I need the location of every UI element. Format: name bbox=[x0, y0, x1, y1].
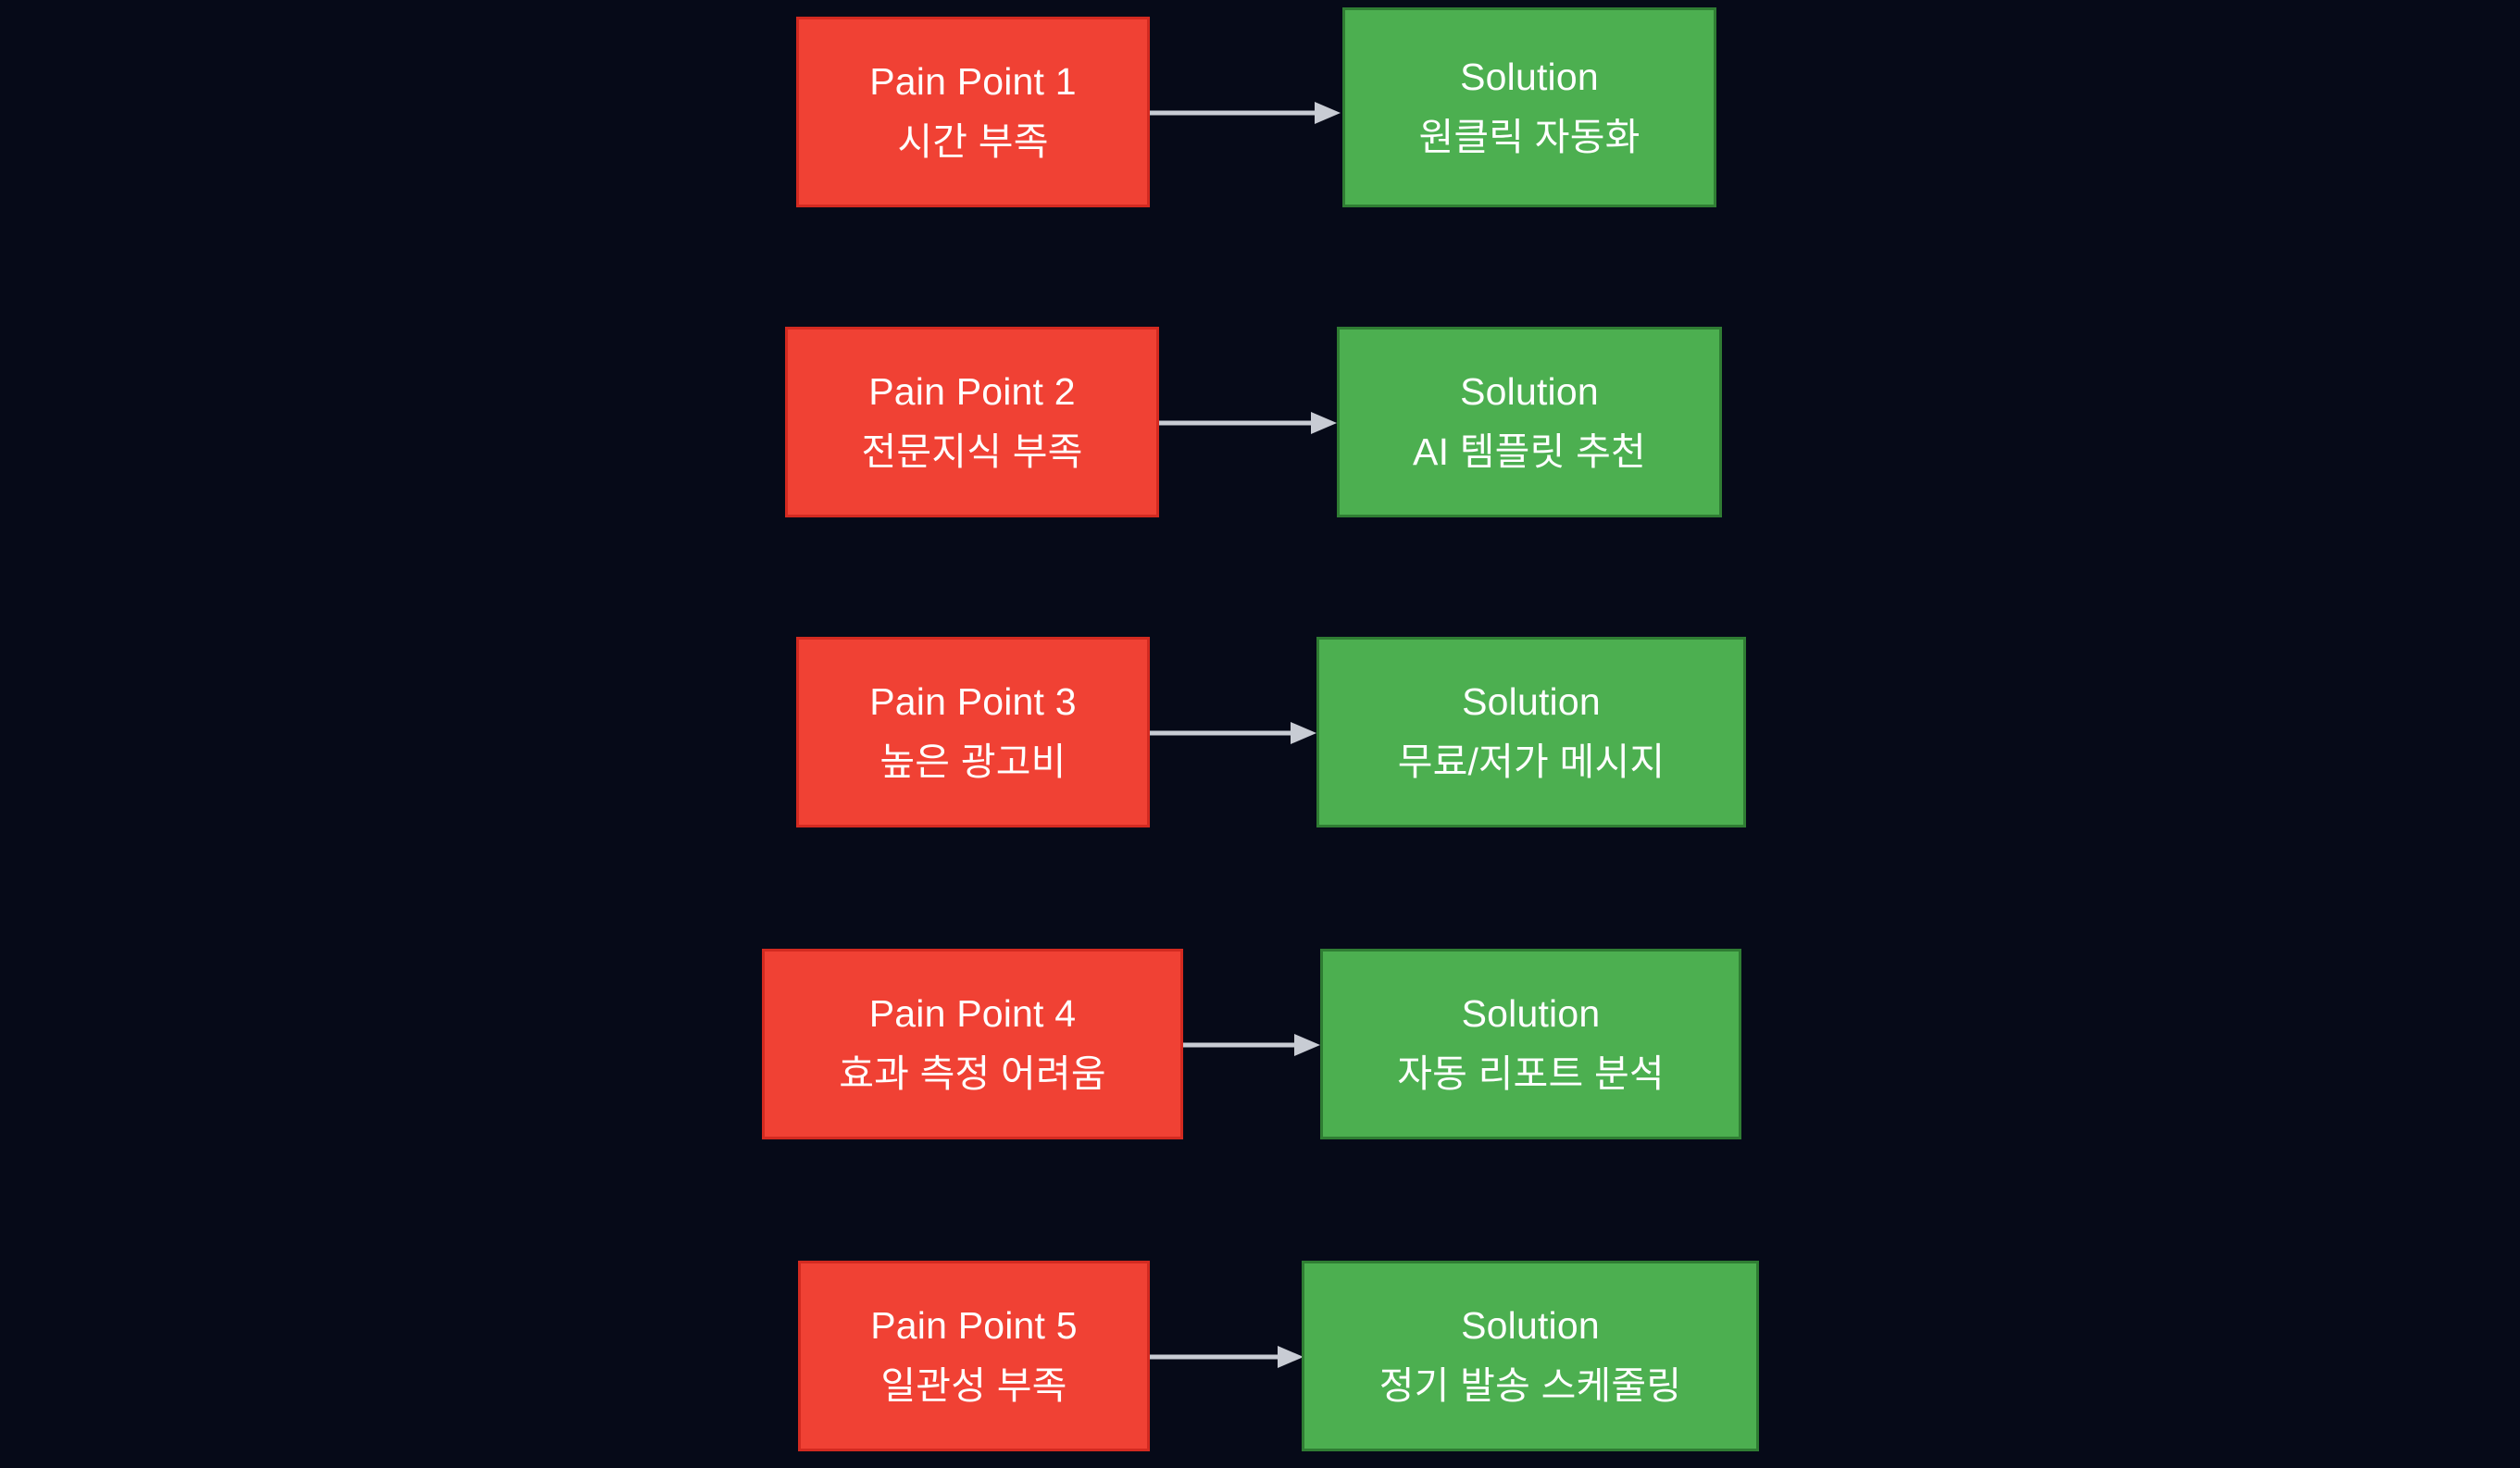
pain-point-detail-2: 전문지식 부족 bbox=[861, 430, 1083, 473]
pain-point-node-5[interactable]: Pain Point 5 일관성 부족 bbox=[798, 1261, 1150, 1451]
arrow-connector-2 bbox=[1159, 409, 1341, 437]
solution-detail-2: AI 템플릿 추천 bbox=[1413, 430, 1646, 473]
solution-node-3[interactable]: Solution 무료/저가 메시지 bbox=[1316, 637, 1746, 827]
solution-title-5: Solution bbox=[1461, 1303, 1600, 1347]
solution-title-4: Solution bbox=[1461, 991, 1601, 1035]
solution-title-1: Solution bbox=[1460, 55, 1599, 98]
solution-node-5[interactable]: Solution 정기 발송 스케줄링 bbox=[1302, 1261, 1759, 1451]
pain-point-title-4: Pain Point 4 bbox=[868, 991, 1077, 1035]
pain-point-node-2[interactable]: Pain Point 2 전문지식 부족 bbox=[785, 327, 1159, 517]
solution-node-1[interactable]: Solution 원클릭 자동화 bbox=[1342, 7, 1716, 207]
pain-point-node-4[interactable]: Pain Point 4 효과 측정 어려움 bbox=[762, 949, 1183, 1139]
solution-title-2: Solution bbox=[1460, 369, 1599, 413]
arrow-connector-3 bbox=[1150, 719, 1320, 747]
solution-title-3: Solution bbox=[1462, 679, 1601, 723]
pain-point-title-5: Pain Point 5 bbox=[870, 1303, 1078, 1347]
arrow-connector-1 bbox=[1150, 99, 1344, 127]
pain-point-title-3: Pain Point 3 bbox=[869, 679, 1077, 723]
arrow-connector-4 bbox=[1183, 1031, 1324, 1059]
solution-node-2[interactable]: Solution AI 템플릿 추천 bbox=[1337, 327, 1722, 517]
pain-point-title-1: Pain Point 1 bbox=[869, 59, 1077, 103]
solution-detail-5: 정기 발송 스케줄링 bbox=[1379, 1364, 1682, 1407]
pain-point-detail-3: 높은 광고비 bbox=[880, 740, 1067, 783]
pain-point-detail-4: 효과 측정 어려움 bbox=[839, 1052, 1106, 1095]
pain-point-node-3[interactable]: Pain Point 3 높은 광고비 bbox=[796, 637, 1150, 827]
pain-point-node-1[interactable]: Pain Point 1 시간 부족 bbox=[796, 17, 1150, 207]
pain-point-title-2: Pain Point 2 bbox=[868, 369, 1076, 413]
solution-node-4[interactable]: Solution 자동 리포트 분석 bbox=[1320, 949, 1741, 1139]
solution-detail-1: 원클릭 자동화 bbox=[1418, 116, 1640, 158]
pain-point-detail-1: 시간 부족 bbox=[897, 120, 1049, 163]
arrow-connector-5 bbox=[1150, 1343, 1307, 1371]
solution-detail-3: 무료/저가 메시지 bbox=[1397, 740, 1665, 783]
solution-detail-4: 자동 리포트 분석 bbox=[1397, 1052, 1665, 1095]
pain-point-detail-5: 일관성 부족 bbox=[880, 1364, 1067, 1407]
